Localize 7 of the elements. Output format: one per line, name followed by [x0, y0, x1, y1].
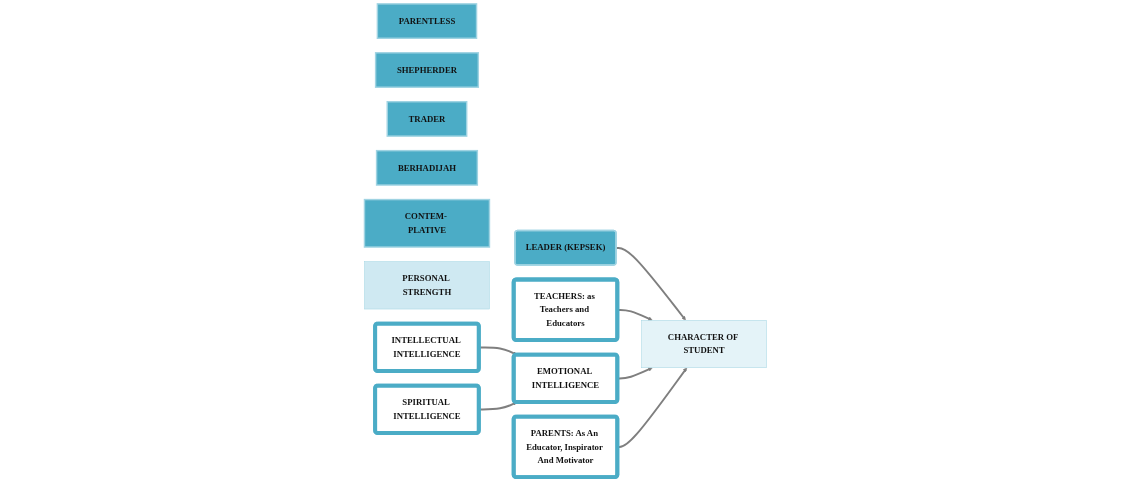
node-box: PERSONAL STRENGTH [364, 261, 490, 310]
node-box: CONTEM- PLATIVE [363, 198, 491, 248]
node-box: SHEPHERDER [374, 52, 480, 88]
node-box: BERHADIJAH [375, 149, 479, 186]
node-box: CHARACTER OF STUDENT [641, 320, 767, 368]
node-box: TRADER [386, 101, 468, 137]
node-box: PARENTLESS [376, 3, 478, 39]
